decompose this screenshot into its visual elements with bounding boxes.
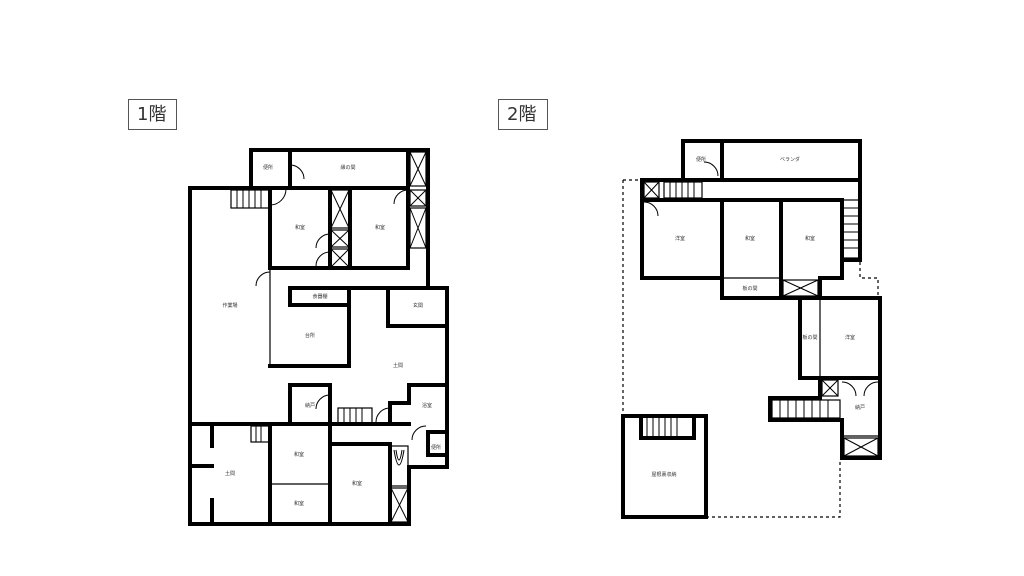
room-label-washitsu-2f-2: 和室 bbox=[805, 235, 815, 242]
room-label-yoshitsu-2: 洋室 bbox=[845, 334, 855, 341]
room-label-kitchen: 台所 bbox=[305, 332, 315, 339]
floor-2-tag: 2階 bbox=[498, 99, 548, 130]
room-label-storage-shelf: 食器棚 bbox=[312, 293, 327, 300]
room-label-washitsu-1: 和室 bbox=[295, 224, 305, 231]
room-label-workshop: 作業場 bbox=[222, 302, 237, 309]
room-label-garage: 土間 bbox=[225, 470, 235, 477]
room-label-washitsu-4: 和室 bbox=[294, 500, 304, 507]
floor-2-plan: 便所 ベランダ 洋室 和室 和室 板の間 板の間 洋室 納戸 屋根裏収納 bbox=[621, 139, 882, 519]
floor-1-plan: 便所 縁の間 和室 和室 作業場 食器棚 台所 玄関 土間 納戸 浴室 土間 和… bbox=[188, 148, 449, 526]
room-label-entrance: 玄関 bbox=[413, 302, 423, 309]
room-label-washitsu-3: 和室 bbox=[294, 451, 304, 458]
room-label-washitsu-2: 和室 bbox=[375, 224, 385, 231]
room-label-engawa: 縁の間 bbox=[340, 164, 355, 171]
room-label-washitsu-5: 和室 bbox=[352, 480, 362, 487]
room-label-toilet-2f: 便所 bbox=[696, 156, 706, 163]
room-label-attic-storage: 屋根裏収納 bbox=[651, 471, 676, 478]
room-label-washitsu-2f-1: 和室 bbox=[745, 235, 755, 242]
room-label-hallway-1: 板の間 bbox=[742, 285, 757, 292]
room-label-hallway-2: 板の間 bbox=[802, 334, 817, 341]
room-label-closet-2f: 納戸 bbox=[855, 404, 865, 411]
room-label-toilet-1f-south: 便所 bbox=[431, 444, 441, 451]
room-label-closet-1f: 納戸 bbox=[305, 402, 315, 409]
floor-1-tag: 1階 bbox=[128, 99, 177, 130]
room-label-balcony: ベランダ bbox=[780, 156, 800, 163]
room-label-bath: 浴室 bbox=[422, 402, 432, 409]
room-label-toilet-1f-north: 便所 bbox=[263, 164, 273, 171]
room-label-doma: 土間 bbox=[393, 362, 403, 369]
room-label-yoshitsu-1: 洋室 bbox=[675, 235, 685, 242]
